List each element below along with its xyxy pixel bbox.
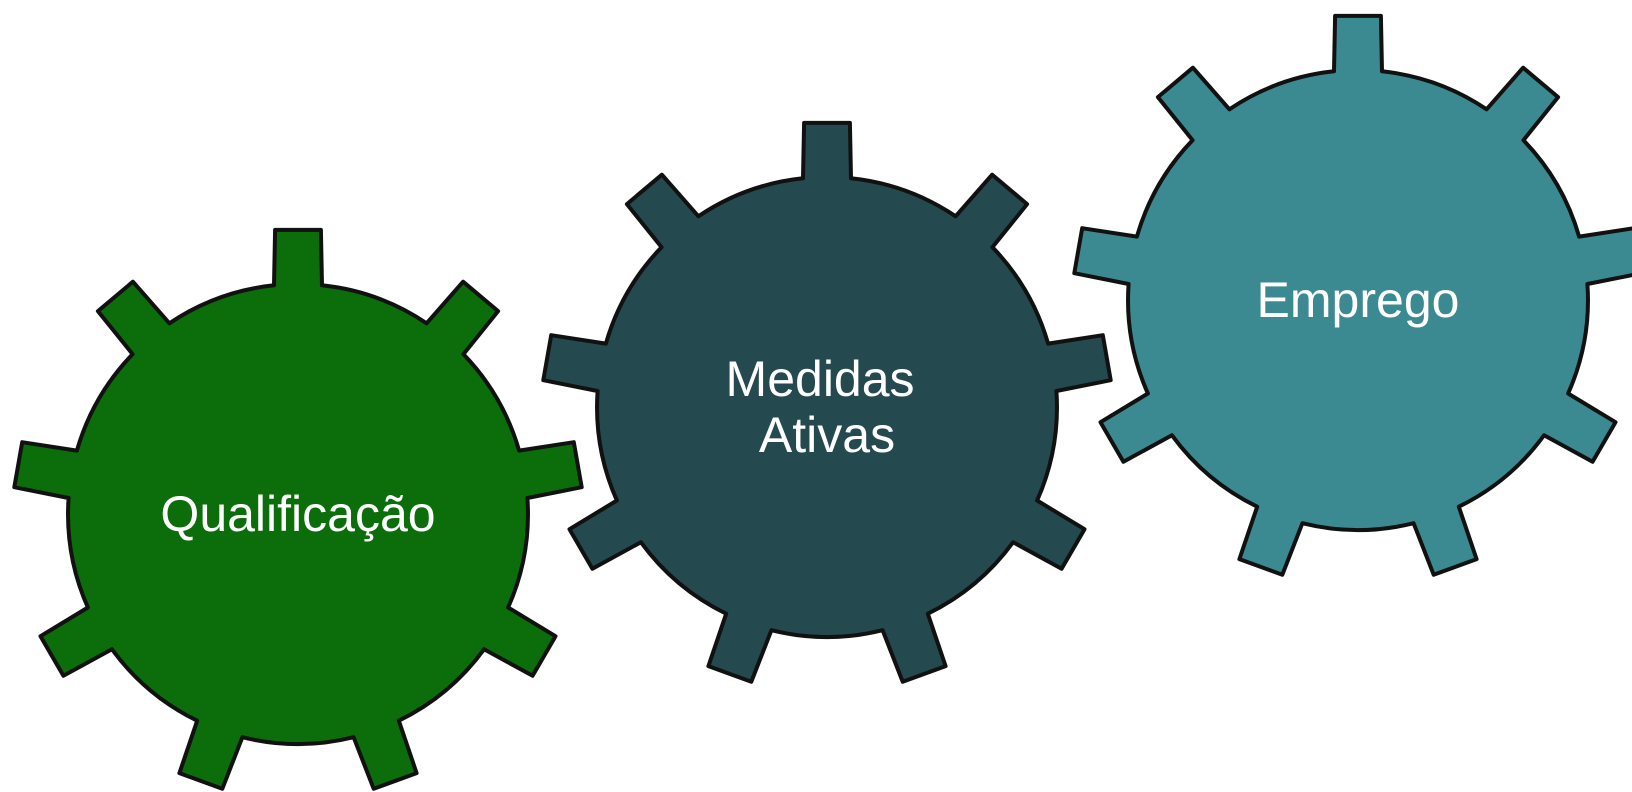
gear-medidas-ativas-shape bbox=[541, 120, 1113, 684]
gear-qualificacao-shape bbox=[12, 227, 584, 791]
gear-emprego-label: Emprego bbox=[1257, 272, 1460, 328]
gear-medidas-ativas-label: Medidas Ativas bbox=[726, 351, 929, 463]
gear-emprego: Emprego bbox=[1072, 13, 1632, 577]
gear-medidas-ativas: Medidas Ativas bbox=[541, 120, 1113, 684]
gear-emprego-shape bbox=[1072, 13, 1632, 577]
gear-qualificacao-label: Qualificação bbox=[160, 486, 435, 542]
gear-qualificacao: Qualificação bbox=[12, 227, 584, 791]
